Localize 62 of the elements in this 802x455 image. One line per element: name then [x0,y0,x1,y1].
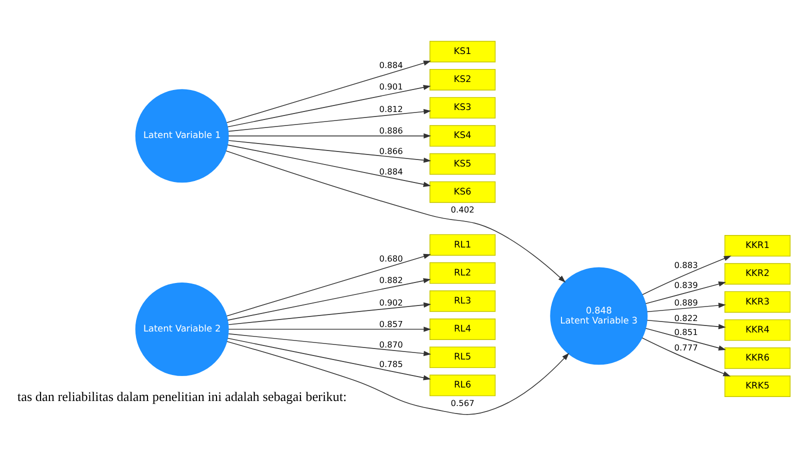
edge-label: 0.851 [674,326,698,337]
node-box: RL5 [430,346,496,368]
arrow [226,60,432,123]
edge-label: 0.886 [379,124,403,135]
edge-label: 0.884 [379,60,403,70]
label: tas dan reliabilitas dalam penelitian ini adalah sebagai berikut: [17,388,347,404]
node-box: KS3 [430,96,496,118]
arrow [226,253,432,316]
edge-label: 0.884 [379,166,403,176]
arrow [645,327,726,350]
arrow [227,84,431,127]
edge-label: 0.889 [674,296,698,307]
arrow [228,302,432,325]
arrow [226,340,570,414]
node-box: RL2 [430,262,496,284]
arrow [227,144,431,186]
edge-label: 0.822 [674,312,698,322]
node-box: KS1 [430,40,496,62]
node-box: RL4 [430,318,496,340]
node-box: KS4 [430,124,496,146]
edge-label: 0.902 [379,296,403,307]
node-box: KS5 [430,152,496,174]
edge-label: 0.883 [674,260,698,270]
node-circle: 0.848 Latent Variable 3 [550,266,648,364]
arrow [228,108,432,132]
node-box: RL3 [430,290,496,312]
edge-label: 0.785 [379,358,403,369]
edge-label: 0.866 [379,146,403,156]
arrow [228,140,432,162]
arrow [228,326,432,332]
node-circle: Latent Variable 1 [135,88,229,182]
edge-label: 0.857 [379,318,403,328]
arrow [227,278,431,320]
node-box: RL6 [430,374,496,396]
arrow [645,281,726,304]
arrow [646,302,726,312]
edge-label: 0.870 [379,338,403,349]
arrow [226,150,566,282]
node-box: KKR6 [724,346,791,368]
node-box: KRK5 [724,375,791,396]
edge-label: 0.839 [674,279,698,290]
edge-label: 0.680 [379,252,403,263]
edge-label: 0.777 [674,342,698,352]
arrow [228,132,432,138]
node-box: KKR3 [724,290,791,312]
edge-label: 0.402 [450,204,474,214]
edge-label: 0.882 [379,274,403,284]
node-box: KKR1 [724,234,791,256]
node-box: KS6 [430,180,496,202]
arrow [642,336,731,376]
node-box: KKR2 [724,262,791,284]
node-box: KKR4 [724,318,791,340]
arrow [646,319,726,329]
node-box: RL1 [430,234,496,256]
node-circle: Latent Variable 2 [135,282,229,376]
arrow [228,332,432,356]
edge-label: 0.567 [450,398,474,408]
edge-label: 0.901 [379,81,403,92]
edge-label: 0.812 [379,103,403,114]
arrow [227,337,431,380]
arrow [642,255,732,295]
node-box: KS2 [430,68,496,90]
